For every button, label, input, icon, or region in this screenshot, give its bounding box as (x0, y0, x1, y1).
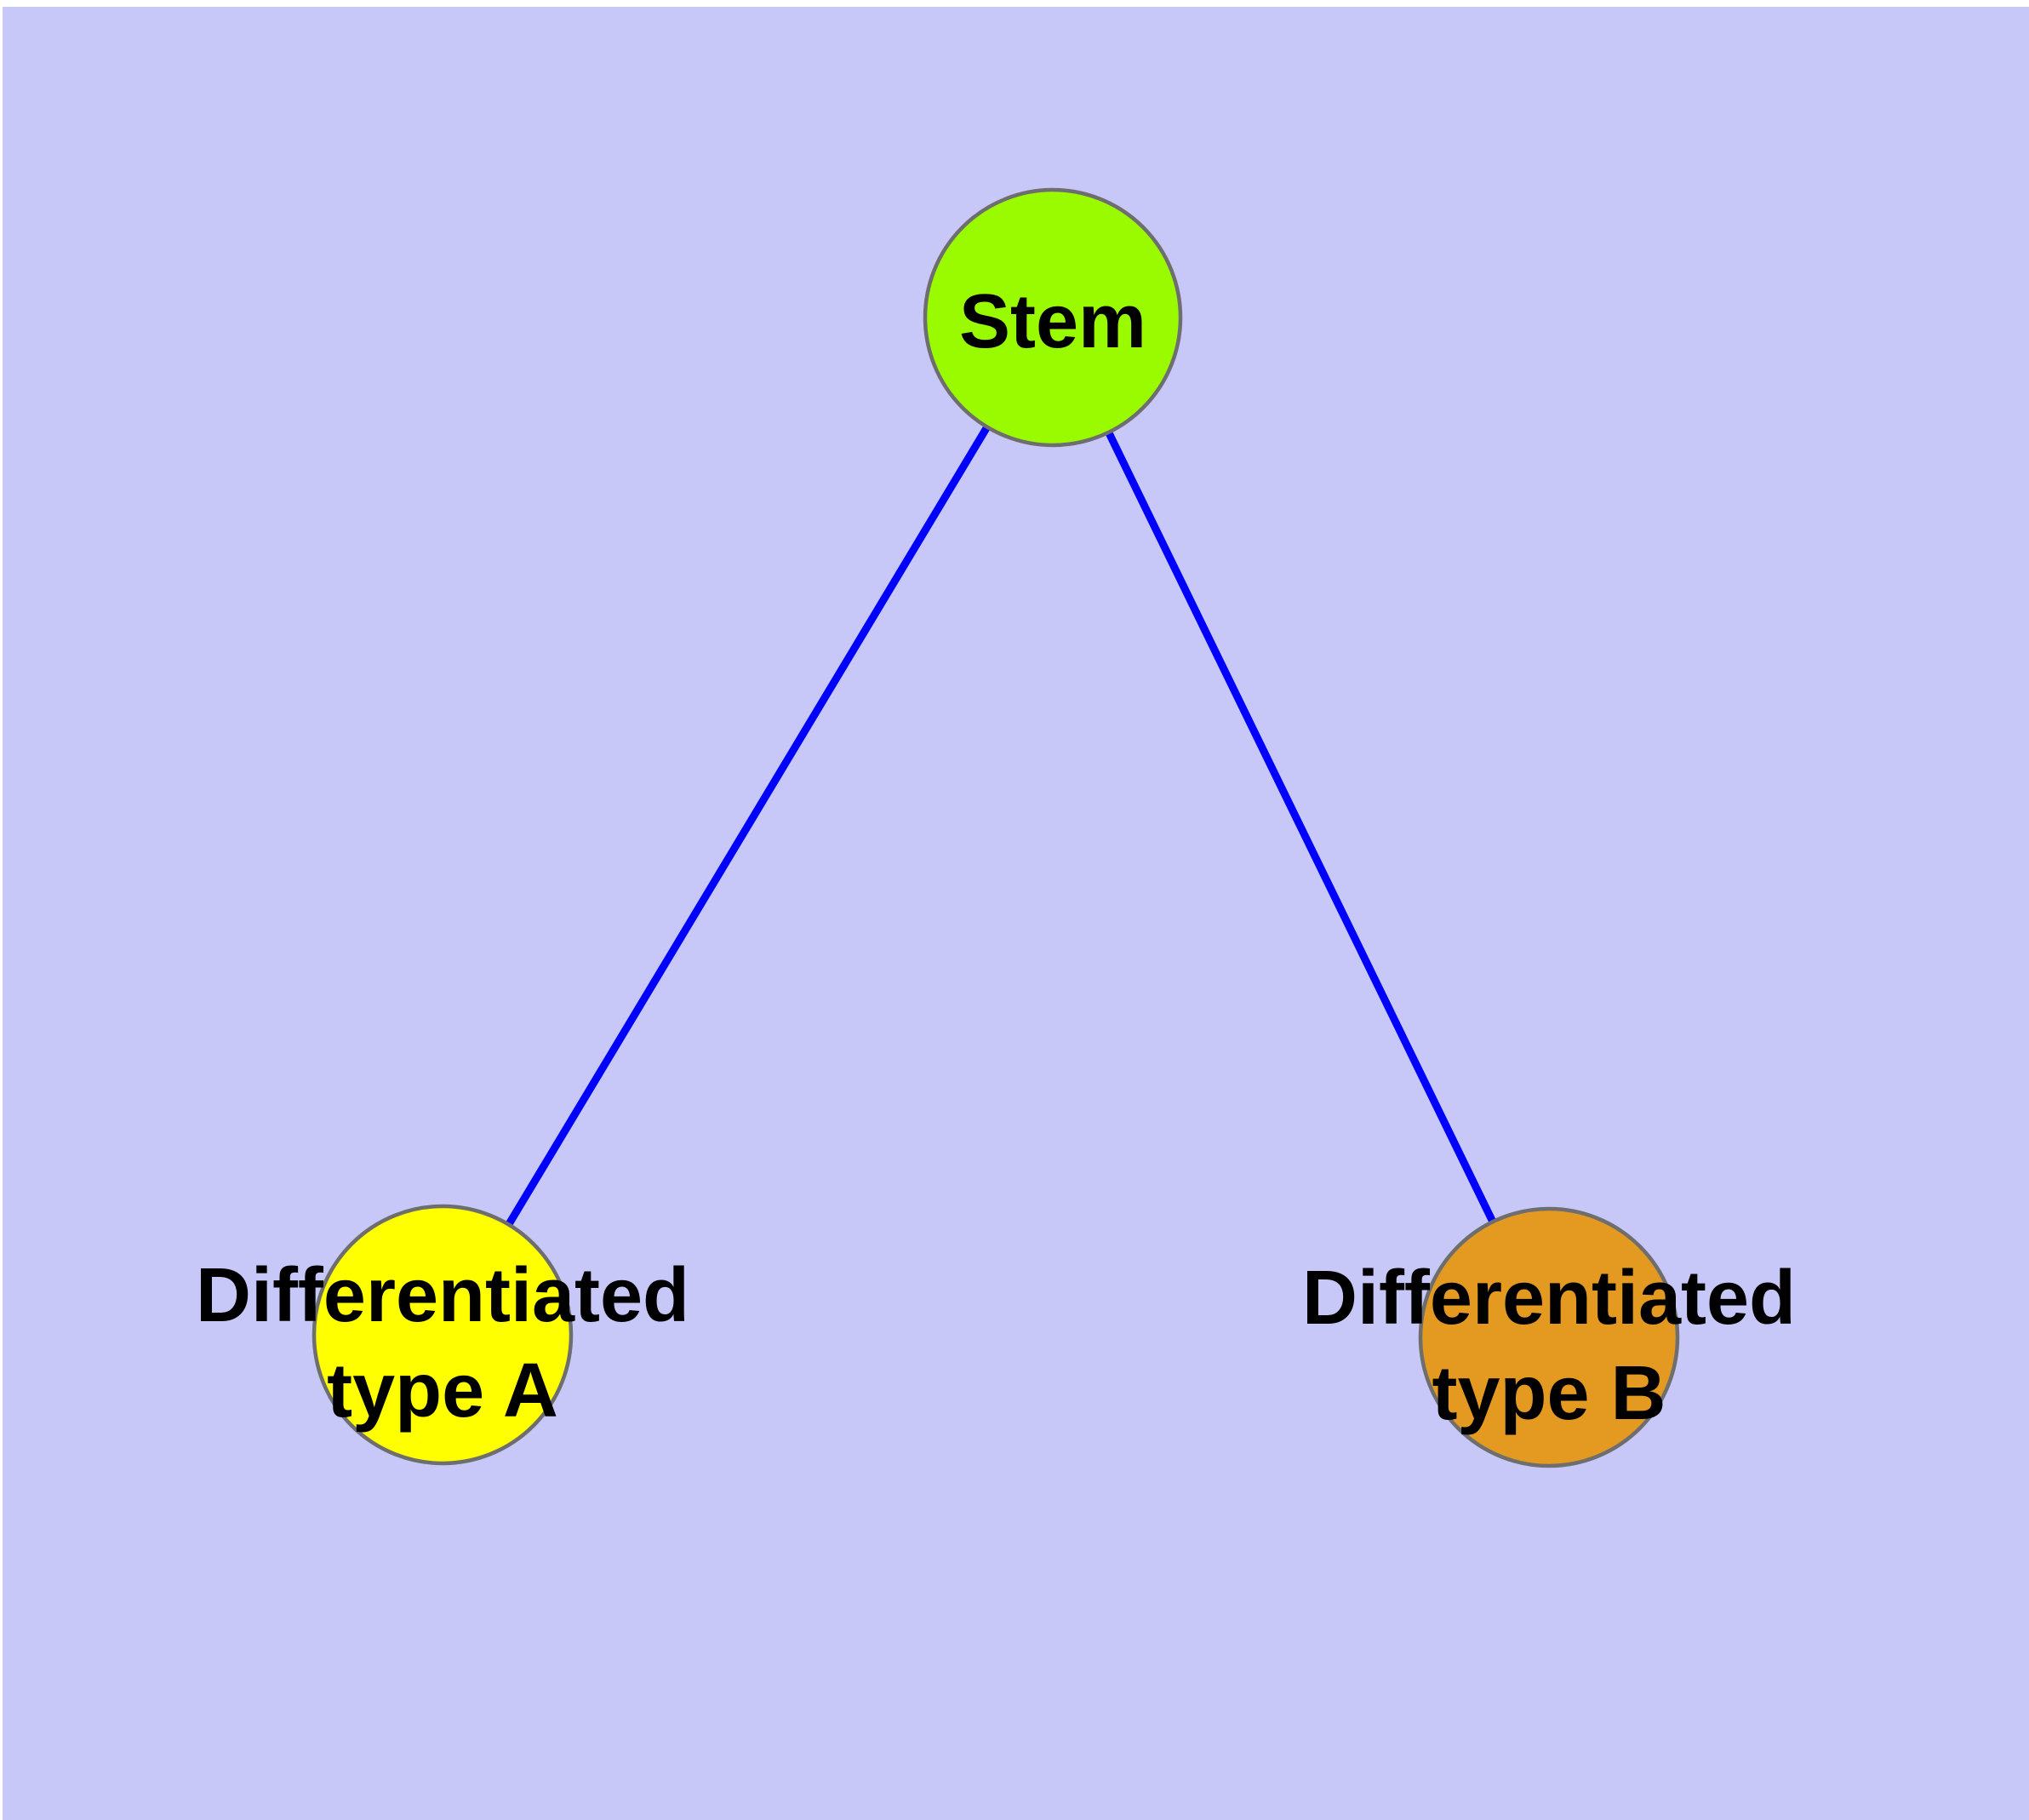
node-differentiated-type-b: Differentiated type B (1302, 1206, 1796, 1468)
node-type-a-circle (311, 1204, 574, 1466)
edge-stem-to-type-b (1049, 316, 1553, 1339)
node-type-b-circle (1418, 1206, 1680, 1468)
node-stem-label: Stem (959, 279, 1146, 364)
node-type-a-label-line2: type A (327, 1348, 558, 1434)
edge-stem-to-type-a (439, 315, 1056, 1337)
edges (439, 315, 1553, 1339)
node-stem-circle (923, 187, 1183, 448)
node-stem: Stem (923, 187, 1183, 448)
node-differentiated-type-a: Differentiated type A (196, 1204, 689, 1466)
node-type-b-label-line2: type B (1432, 1351, 1666, 1436)
node-type-b-label-line1: Differentiated (1302, 1256, 1796, 1341)
node-type-a-label-line1: Differentiated (196, 1253, 689, 1338)
